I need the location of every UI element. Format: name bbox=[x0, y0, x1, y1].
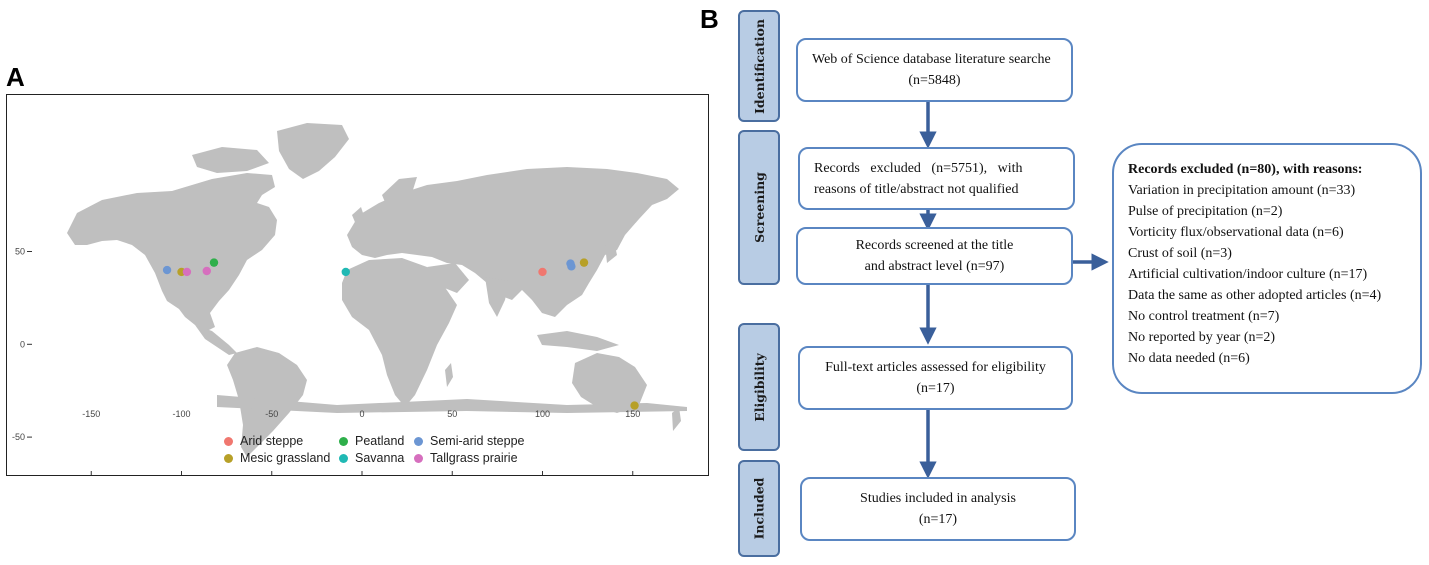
legend-item-savanna: Savanna bbox=[339, 451, 404, 465]
records-excluded-box: Records excluded (n=5751), with reasons … bbox=[798, 147, 1075, 210]
stage-identification: Identification bbox=[738, 10, 780, 122]
arctic-islands-landmass bbox=[192, 147, 269, 173]
x-tick-label: -150 bbox=[82, 409, 100, 419]
north-america-landmass bbox=[67, 173, 277, 331]
africa-landmass bbox=[342, 258, 457, 407]
greenland-landmass bbox=[277, 123, 349, 179]
legend-label: Peatland bbox=[355, 434, 405, 448]
identification-line-2: (n=5848) bbox=[908, 73, 961, 88]
legend-label: Tallgrass prairie bbox=[430, 451, 518, 465]
included-box: Studies included in analysis (n=17) bbox=[800, 477, 1076, 541]
britain-landmass bbox=[352, 207, 365, 227]
legend-label: Arid steppe bbox=[240, 434, 304, 448]
included-line-1: Studies included in analysis bbox=[860, 491, 1016, 506]
central-america-landmass bbox=[195, 325, 237, 355]
eurasia-landmass bbox=[347, 167, 679, 317]
identification-line-1: Web of Science database literature searc… bbox=[812, 52, 1051, 67]
exclusion-reason: Pulse of precipitation (n=2) bbox=[1128, 204, 1283, 219]
land-masses bbox=[67, 123, 687, 457]
eligibility-line-2: (n=17) bbox=[916, 381, 955, 396]
x-tick-label: 100 bbox=[535, 409, 550, 419]
antarctica-landmass bbox=[217, 395, 687, 413]
legend-swatch bbox=[224, 453, 233, 463]
legend-swatch bbox=[414, 453, 423, 463]
madagascar-landmass bbox=[445, 363, 453, 387]
legend-item-semi-arid-steppe: Semi-arid steppe bbox=[414, 434, 525, 448]
legend-item-tallgrass-prairie: Tallgrass prairie bbox=[414, 451, 518, 465]
legend-swatch bbox=[224, 436, 233, 446]
records-screened-box: Records screened at the title and abstra… bbox=[796, 227, 1073, 285]
stage-included: Included bbox=[738, 460, 780, 557]
identification-box: Web of Science database literature searc… bbox=[796, 38, 1073, 102]
x-tick-label: -100 bbox=[172, 409, 190, 419]
exclusion-reason: Variation in precipitation amount (n=33) bbox=[1128, 183, 1356, 198]
x-tick-label: 0 bbox=[359, 409, 364, 419]
exclusion-reason: No control treatment (n=7) bbox=[1128, 309, 1280, 324]
india-landmass bbox=[485, 277, 509, 317]
legend-label: Mesic grassland bbox=[240, 451, 331, 465]
site-marker bbox=[182, 267, 192, 277]
stage-label: Included bbox=[751, 477, 767, 540]
scandinavia-landmass bbox=[382, 177, 417, 207]
site-marker bbox=[202, 266, 211, 276]
legend-item-arid-steppe: Arid steppe bbox=[224, 434, 303, 448]
exclusion-reasons-box: Records excluded (n=80), with reasons: V… bbox=[1112, 143, 1422, 394]
y-tick-label: 50 bbox=[15, 247, 25, 257]
world-map-frame: -150 -100 -50 0 50 100 150 50 0 -50 bbox=[6, 94, 709, 476]
eligibility-line-1: Full-text articles assessed for eligibil… bbox=[825, 360, 1046, 375]
y-tick-label: -50 bbox=[12, 432, 25, 442]
australia-landmass bbox=[572, 353, 647, 413]
site-marker bbox=[162, 265, 172, 275]
excluded-line-2: reasons of title/abstract not qualified bbox=[814, 181, 1019, 197]
legend-item-peatland: Peatland bbox=[339, 434, 404, 448]
site-marker bbox=[630, 401, 639, 410]
new-zealand-landmass bbox=[672, 407, 681, 431]
x-tick-label: 150 bbox=[625, 409, 640, 419]
arabia-landmass bbox=[427, 263, 469, 293]
excluded-line-1: Records excluded (n=5751), with bbox=[814, 160, 1023, 176]
eligibility-box: Full-text articles assessed for eligibil… bbox=[798, 346, 1073, 410]
exclusion-reasons-title: Records excluded (n=80), with reasons: bbox=[1128, 162, 1363, 177]
exclusion-reason: No reported by year (n=2) bbox=[1128, 330, 1276, 345]
exclusion-reason: Data the same as other adopted articles … bbox=[1128, 288, 1382, 303]
site-marker bbox=[566, 259, 575, 268]
exclusion-reason: Artificial cultivation/indoor culture (n… bbox=[1128, 267, 1368, 282]
exclusion-reason: Crust of soil (n=3) bbox=[1128, 246, 1232, 261]
stage-label: Identification bbox=[751, 18, 767, 114]
legend-swatch bbox=[414, 436, 423, 446]
panel-b-letter: B bbox=[700, 4, 719, 34]
screened-line-2: and abstract level (n=97) bbox=[864, 259, 1005, 274]
site-marker bbox=[538, 267, 547, 277]
stage-label: Eligibility bbox=[751, 352, 767, 422]
included-line-2: (n=17) bbox=[918, 512, 958, 527]
stage-eligibility: Eligibility bbox=[738, 323, 780, 451]
exclusion-reason: Vorticity flux/observational data (n=6) bbox=[1128, 225, 1344, 240]
y-tick-label: 0 bbox=[20, 339, 25, 349]
site-markers bbox=[162, 258, 639, 410]
stage-screening: Screening bbox=[738, 130, 780, 285]
panel-a-letter: A bbox=[6, 62, 25, 92]
exclusion-reason: No data needed (n=6) bbox=[1128, 351, 1250, 366]
southeast-asia-islands bbox=[537, 331, 619, 351]
legend-label: Semi-arid steppe bbox=[430, 434, 525, 448]
site-marker bbox=[341, 267, 350, 277]
legend-swatch bbox=[339, 453, 348, 463]
japan-landmass bbox=[605, 237, 617, 263]
map-axes: -150 -100 -50 0 50 100 150 50 0 -50 bbox=[12, 247, 640, 475]
legend-swatch bbox=[339, 436, 348, 446]
x-tick-label: -50 bbox=[265, 409, 278, 419]
site-marker bbox=[209, 258, 219, 267]
legend-item-mesic-grassland: Mesic grassland bbox=[224, 451, 330, 465]
legend-label: Savanna bbox=[355, 451, 405, 465]
screened-line-1: Records screened at the title bbox=[855, 238, 1014, 253]
site-marker bbox=[579, 258, 589, 267]
stage-label: Screening bbox=[751, 172, 767, 243]
x-tick-label: 50 bbox=[447, 409, 457, 419]
world-map: -150 -100 -50 0 50 100 150 50 0 -50 bbox=[12, 123, 687, 475]
